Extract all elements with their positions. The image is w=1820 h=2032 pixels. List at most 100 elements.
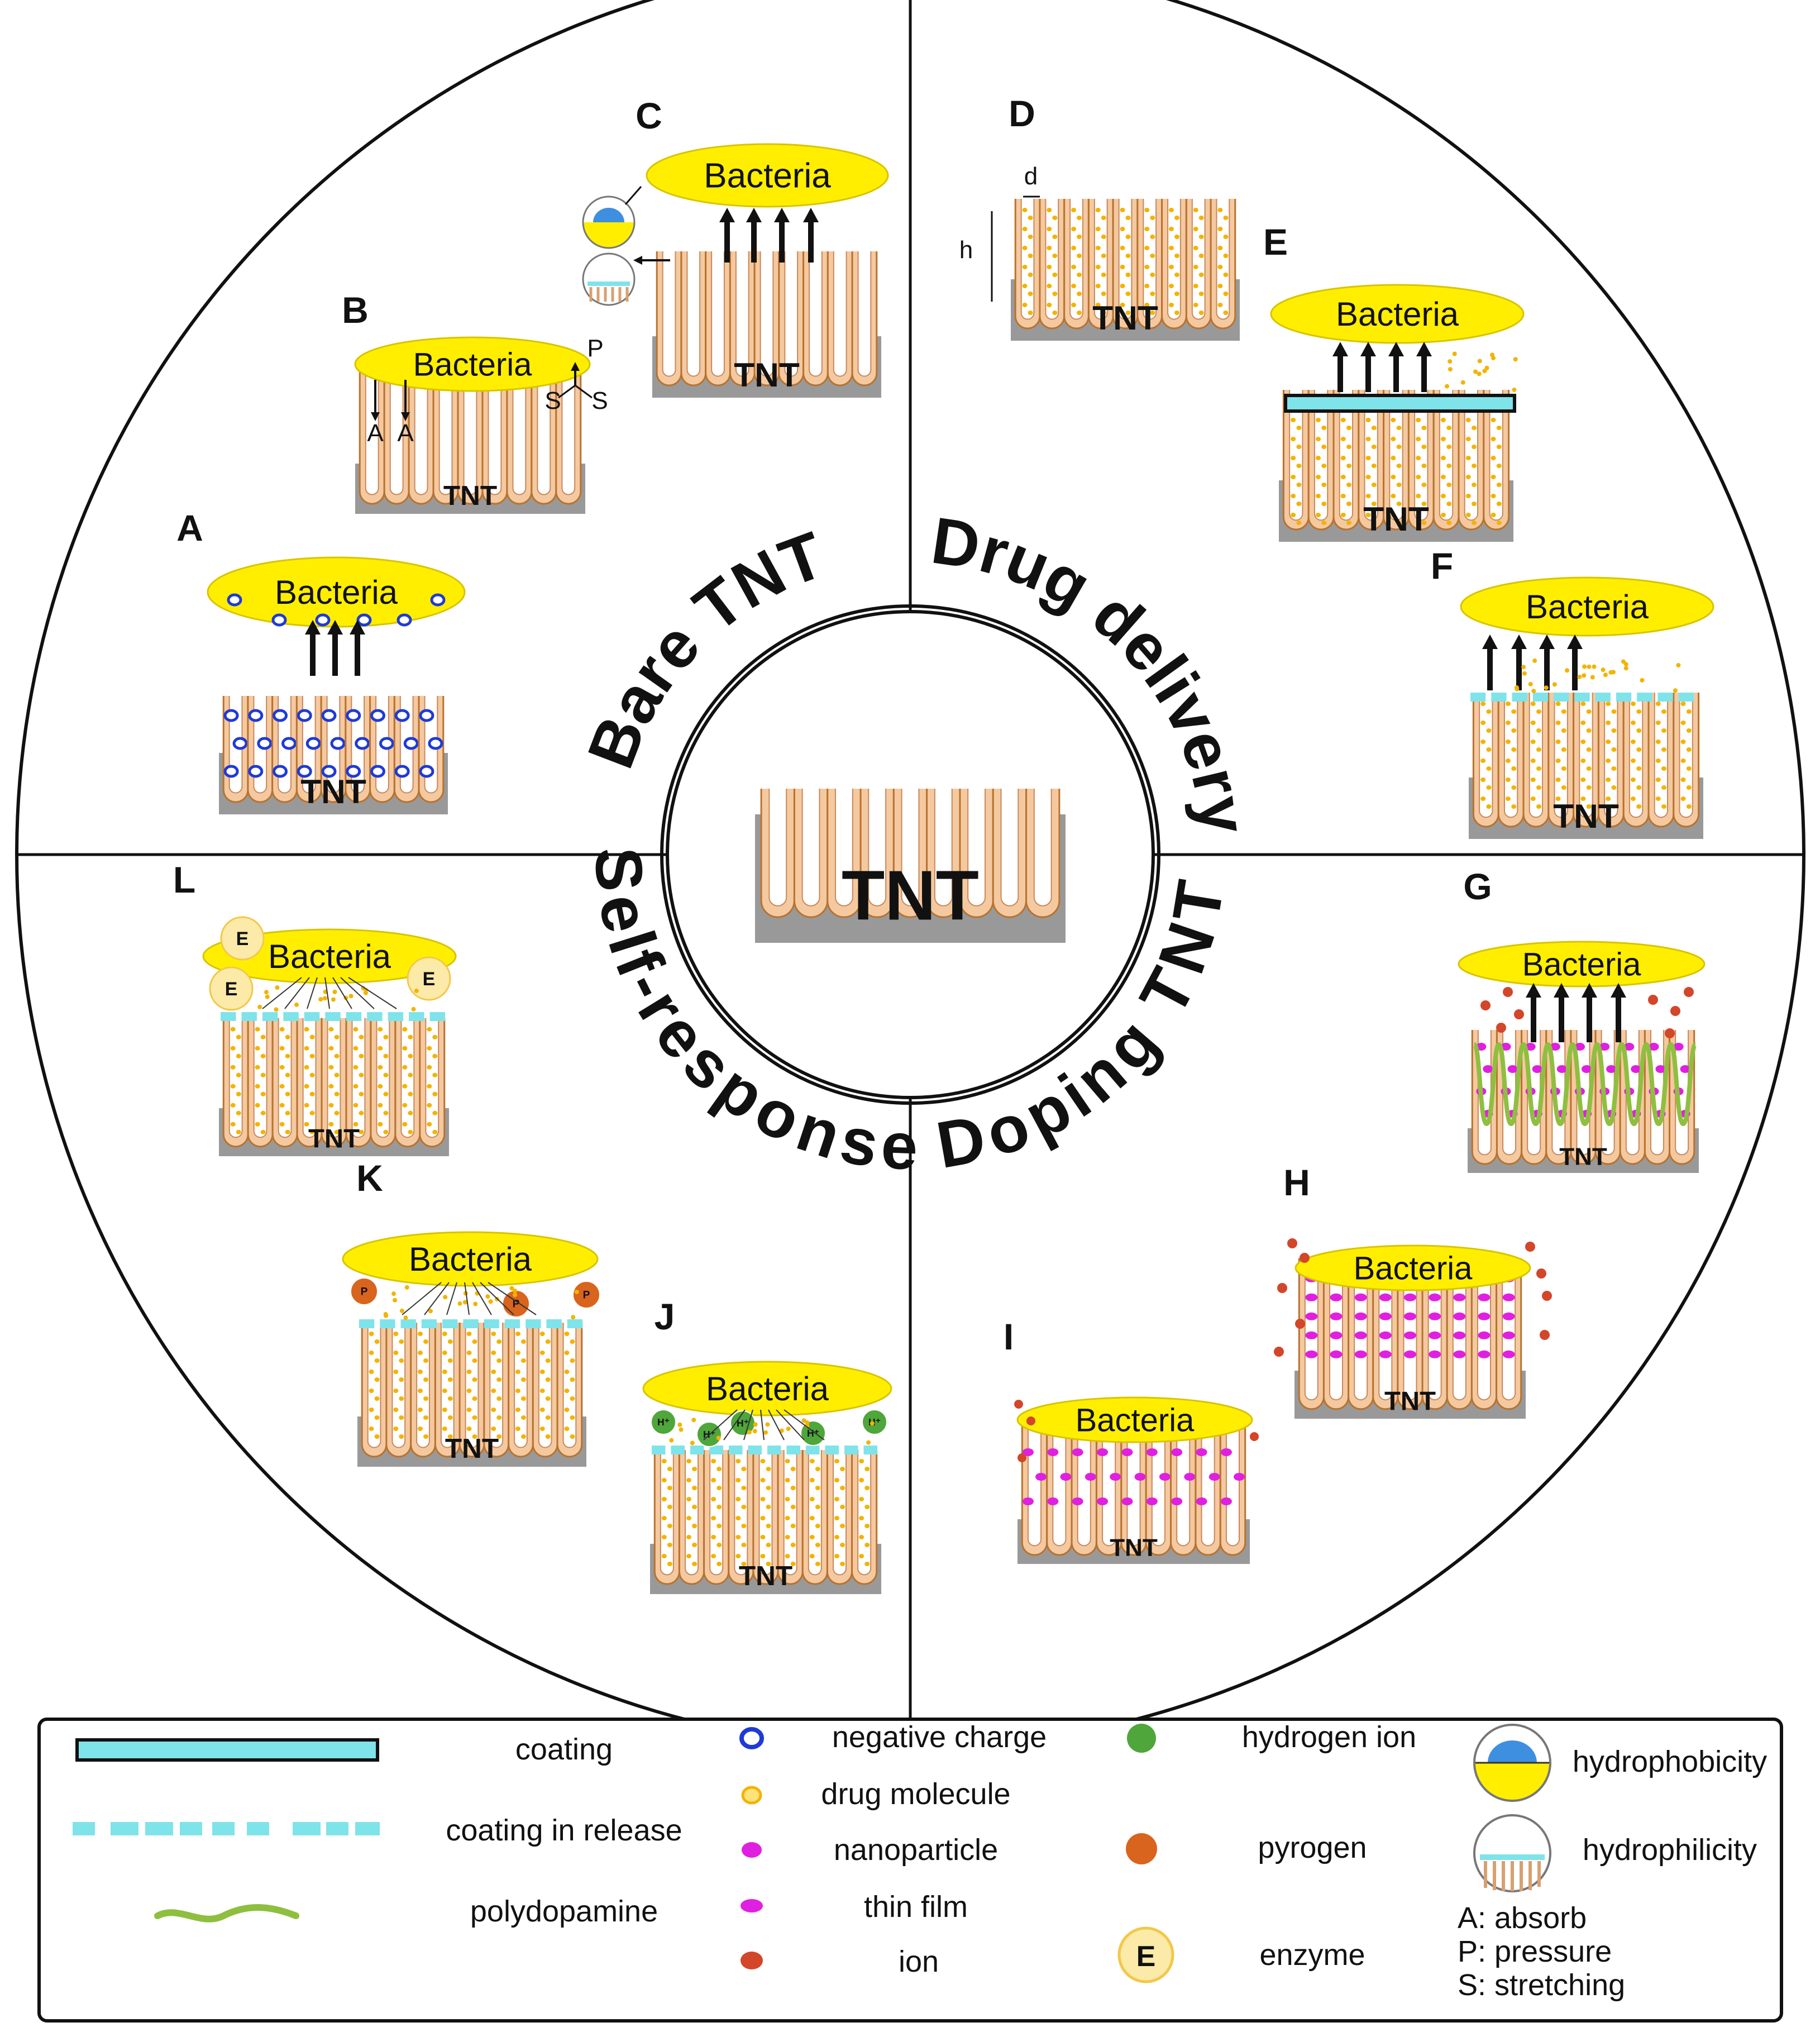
drug-dot	[1472, 483, 1477, 487]
drug-dot	[741, 1467, 747, 1471]
release-line	[262, 977, 302, 1009]
drug-dot	[1496, 464, 1502, 468]
drug-dot	[1611, 785, 1617, 790]
thin-film	[1354, 1312, 1367, 1320]
released-particle	[1582, 673, 1587, 678]
drug-dot	[520, 1339, 526, 1344]
drug-dot	[255, 1046, 260, 1051]
drug-dot	[1636, 766, 1642, 771]
ion-particle	[1300, 1253, 1310, 1263]
drug-dot	[520, 1434, 526, 1439]
released-particle	[669, 1438, 674, 1443]
drug-dot	[1421, 464, 1427, 468]
drug-dot	[1168, 246, 1174, 250]
tnt-label: TNT	[1559, 1143, 1607, 1171]
drug-dot	[1047, 227, 1052, 231]
drug-dot	[447, 1396, 453, 1401]
nanoparticle	[1599, 1043, 1610, 1051]
drug-dot	[1296, 521, 1302, 525]
released-particle	[1521, 665, 1526, 670]
drug-dot	[1661, 766, 1667, 771]
drug-dot	[399, 1377, 404, 1382]
drug-dot	[1217, 208, 1223, 212]
drug-dot	[1340, 418, 1346, 422]
drug-dot	[692, 1524, 698, 1528]
drug-dot	[1296, 445, 1302, 449]
drug-dot	[285, 1072, 290, 1077]
drug-dot	[790, 1524, 796, 1528]
drug-dot	[1505, 796, 1511, 801]
released-particle	[1676, 662, 1681, 667]
drug-dot	[1371, 483, 1377, 487]
drug-dot	[423, 1358, 429, 1363]
legend-pyrogen-label: pyrogen	[1258, 1831, 1367, 1864]
drug-dot	[1365, 475, 1371, 479]
pyrogen-particle-mark: P	[513, 1299, 520, 1310]
bacteria-label: Bacteria	[706, 1370, 829, 1408]
ion-particle	[1480, 1000, 1491, 1010]
drug-dot	[447, 1434, 453, 1439]
drug-dot	[1472, 521, 1477, 525]
drug-dot	[1611, 804, 1617, 809]
drug-dot	[1580, 777, 1586, 782]
drug-dot	[790, 1486, 796, 1490]
legend-enzyme-label: enzyme	[1259, 1938, 1365, 1972]
drug-dot	[1052, 292, 1058, 296]
nanotube-lumen	[463, 370, 477, 495]
drug-dot	[1144, 284, 1150, 288]
drug-dot	[1440, 418, 1446, 422]
negative-charge	[273, 709, 288, 722]
drug-dot	[1168, 303, 1174, 307]
polydopamine-layer	[1472, 1042, 1698, 1127]
legend-abbr-stretching: S: stretching	[1458, 1968, 1625, 2002]
drug-dot	[328, 1122, 334, 1127]
negative-charge	[346, 765, 361, 778]
drug-dot	[1630, 777, 1636, 782]
thin-film	[1404, 1293, 1416, 1301]
drug-dot	[472, 1377, 477, 1382]
drug-dot	[1291, 494, 1296, 498]
thin-film	[1097, 1497, 1109, 1505]
bacteria-label: Bacteria	[704, 157, 831, 195]
drug-dot	[1321, 445, 1327, 449]
drug-dot	[1125, 235, 1131, 239]
drug-dot	[686, 1459, 691, 1463]
drug-dot	[1296, 483, 1302, 487]
released-particle	[801, 1418, 806, 1423]
coating-release	[367, 1012, 383, 1021]
drug-dot	[279, 1122, 285, 1127]
drug-dot	[1296, 426, 1302, 430]
released-particle	[1531, 689, 1536, 694]
drug-dot	[1346, 502, 1352, 506]
drug-dot	[1125, 273, 1131, 277]
released-particle	[1640, 678, 1645, 683]
released-particle	[1477, 359, 1482, 364]
enzyme-particle	[209, 966, 254, 1011]
bacteria-cell	[354, 336, 591, 392]
diameter-mark: d	[1024, 163, 1038, 190]
drug-dot	[515, 1332, 520, 1336]
drug-dot	[1496, 521, 1502, 525]
coating-release	[1657, 693, 1673, 702]
drug-dot	[515, 1351, 520, 1355]
drug-dot	[1530, 702, 1536, 706]
drug-dot	[1555, 740, 1561, 744]
drug-dot	[1655, 796, 1661, 801]
nanotube-lumen	[1502, 1258, 1516, 1400]
legend-ion-icon	[741, 1952, 763, 1969]
drug-dot	[1611, 728, 1617, 733]
negative-charge	[248, 709, 264, 722]
drug-dot	[1486, 804, 1492, 809]
nanotube-lumen	[1489, 390, 1503, 521]
drug-dot	[1421, 426, 1427, 430]
drug-dot	[447, 1415, 453, 1420]
drug-dot	[1440, 456, 1446, 460]
drug-dot	[1371, 521, 1377, 525]
drug-dot	[423, 1396, 429, 1401]
drug-dot	[236, 1053, 241, 1058]
release-line	[324, 977, 330, 1009]
released-particle	[1512, 387, 1517, 392]
drug-dot	[491, 1351, 496, 1355]
